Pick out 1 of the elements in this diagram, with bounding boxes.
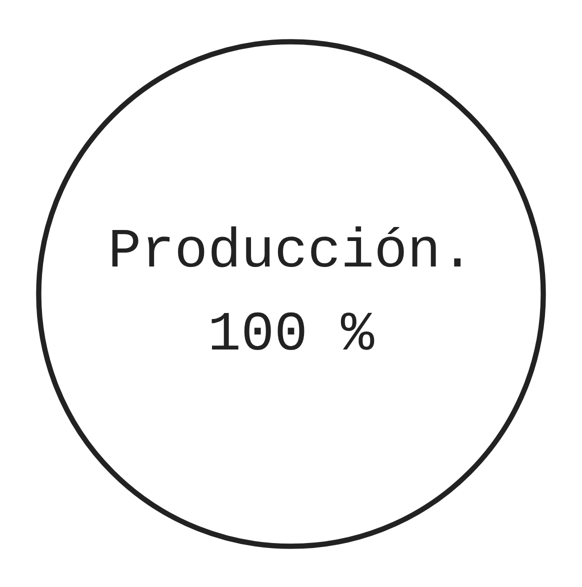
node-circle: Producción. 100 % xyxy=(36,38,546,548)
